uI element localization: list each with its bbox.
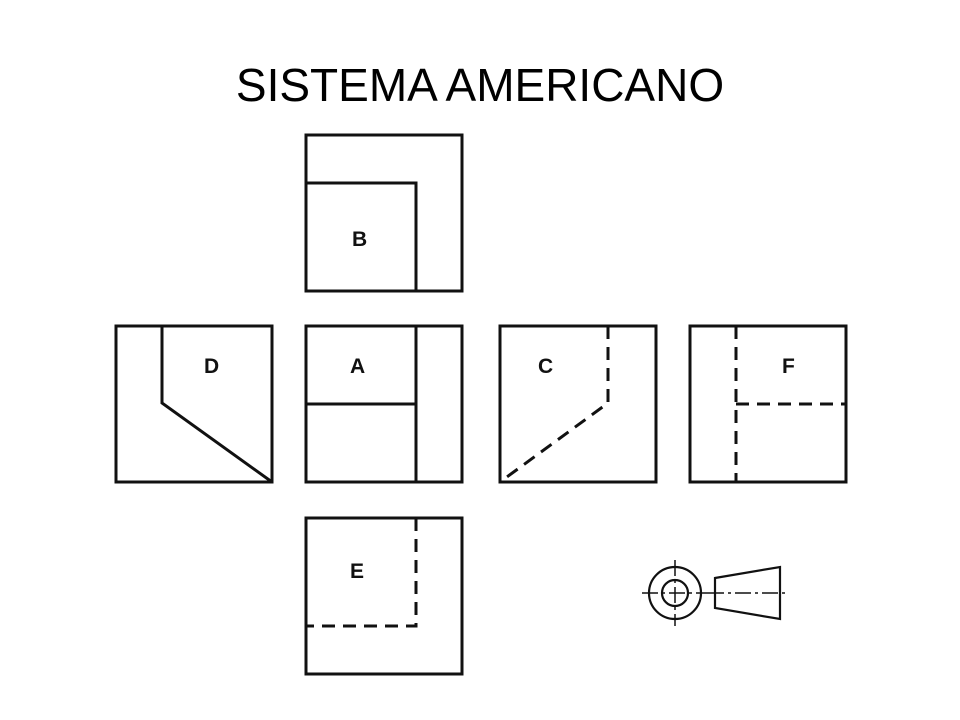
view-a-label: A (350, 355, 365, 378)
view-d-label: D (204, 355, 219, 378)
view-c: C (498, 324, 658, 484)
view-e: E (304, 516, 464, 676)
slide-title: SISTEMA AMERICANO (235, 59, 725, 111)
view-f: F (688, 324, 848, 484)
view-b-label: B (352, 228, 367, 251)
view-b: B (304, 133, 464, 293)
view-c-label: C (538, 355, 553, 378)
view-d: D (114, 324, 274, 484)
view-f-label: F (782, 355, 795, 378)
view-e-label: E (350, 560, 364, 583)
third-angle-projection-symbol-icon (642, 560, 788, 626)
view-a: A (304, 324, 464, 484)
